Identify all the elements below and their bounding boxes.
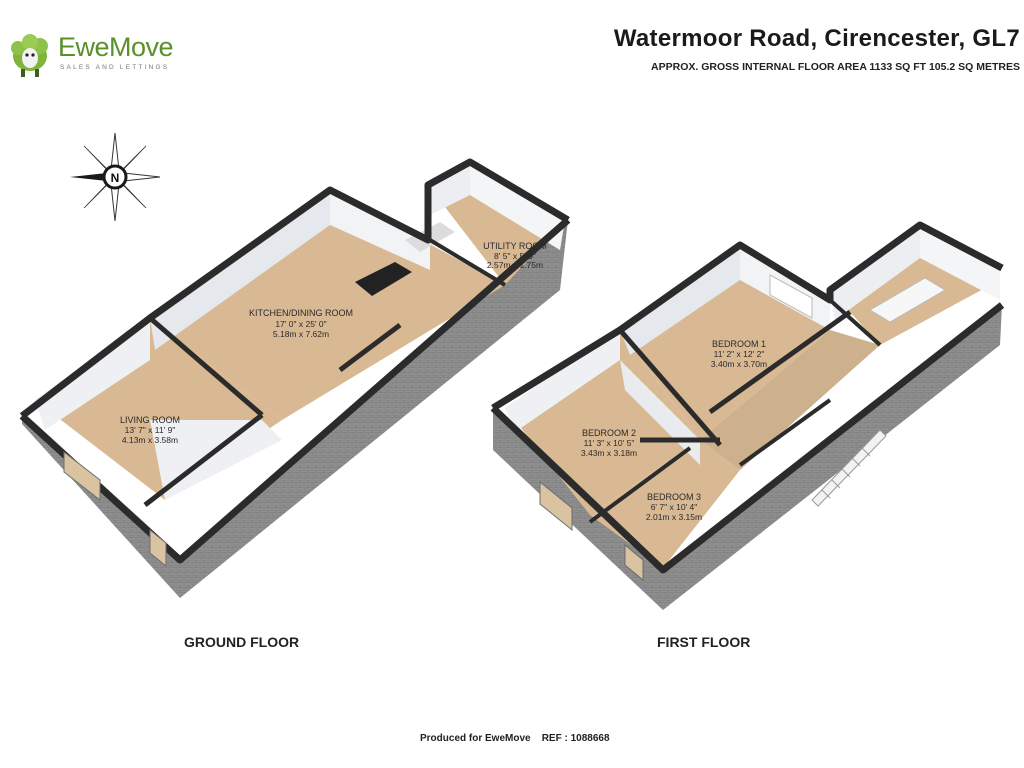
- floor-area: APPROX. GROSS INTERNAL FLOOR AREA 1133 S…: [651, 61, 1020, 73]
- room-imperial-size: 11' 2" x 12' 2": [714, 349, 765, 359]
- room-imperial-size: 13' 7" x 11' 9": [125, 425, 176, 435]
- first-floor-label: FIRST FLOOR: [657, 634, 751, 650]
- room-metric-size: 2.57m x 1.75m: [487, 260, 543, 270]
- brand-tagline: SALES AND LETTINGS: [60, 64, 170, 71]
- room-label-bedroom-2: BEDROOM 2 11' 3" x 10' 5" 3.43m x 3.18m: [581, 428, 637, 458]
- brand-name: EweMove: [58, 32, 174, 62]
- room-metric-size: 3.43m x 3.18m: [581, 448, 637, 458]
- room-imperial-size: 17' 0" x 25' 0": [275, 319, 326, 329]
- first-floor-plan: [490, 221, 1005, 610]
- compass-north-label: N: [111, 171, 120, 185]
- room-name: KITCHEN/DINING ROOM: [249, 308, 353, 318]
- room-name: UTILITY ROOM: [483, 241, 547, 251]
- room-name: BEDROOM 3: [647, 492, 701, 502]
- room-imperial-size: 11' 3" x 10' 5": [584, 438, 635, 448]
- sheep-mascot-icon: [11, 34, 48, 77]
- property-address: Watermoor Road, Cirencester, GL7: [613, 25, 1020, 52]
- room-label-bedroom-1: BEDROOM 1 11' 2" x 12' 2" 3.40m x 3.70m: [711, 339, 767, 369]
- compass-icon: N: [70, 132, 161, 222]
- room-name: LIVING ROOM: [120, 415, 180, 425]
- ground-floor-plan: [19, 158, 571, 598]
- reference-number: REF : 1088668: [541, 733, 610, 744]
- room-label-bedroom-3: BEDROOM 3 6' 7" x 10' 4" 2.01m x 3.15m: [646, 492, 702, 522]
- ground-floor-label: GROUND FLOOR: [184, 634, 300, 650]
- room-metric-size: 4.13m x 3.58m: [122, 435, 178, 445]
- footer: Produced for EweMove REF : 1088668: [420, 733, 610, 744]
- room-imperial-size: 8' 5" x 5' 9": [494, 251, 536, 261]
- room-name: BEDROOM 1: [712, 339, 766, 349]
- room-label-utility: UTILITY ROOM 8' 5" x 5' 9" 2.57m x 1.75m: [483, 241, 547, 270]
- room-metric-size: 3.40m x 3.70m: [711, 359, 767, 369]
- room-metric-size: 5.18m x 7.62m: [273, 329, 329, 339]
- room-imperial-size: 6' 7" x 10' 4": [651, 502, 698, 512]
- room-name: BEDROOM 2: [582, 428, 636, 438]
- room-label-kitchen-dining: KITCHEN/DINING ROOM 17' 0" x 25' 0" 5.18…: [249, 308, 353, 339]
- produced-for-text: Produced for EweMove: [420, 733, 531, 744]
- staircase-icon: [811, 429, 887, 507]
- ewemove-logo: EweMove SALES AND LETTINGS: [6, 28, 176, 80]
- room-label-living: LIVING ROOM 13' 7" x 11' 9" 4.13m x 3.58…: [120, 415, 180, 445]
- room-metric-size: 2.01m x 3.15m: [646, 512, 702, 522]
